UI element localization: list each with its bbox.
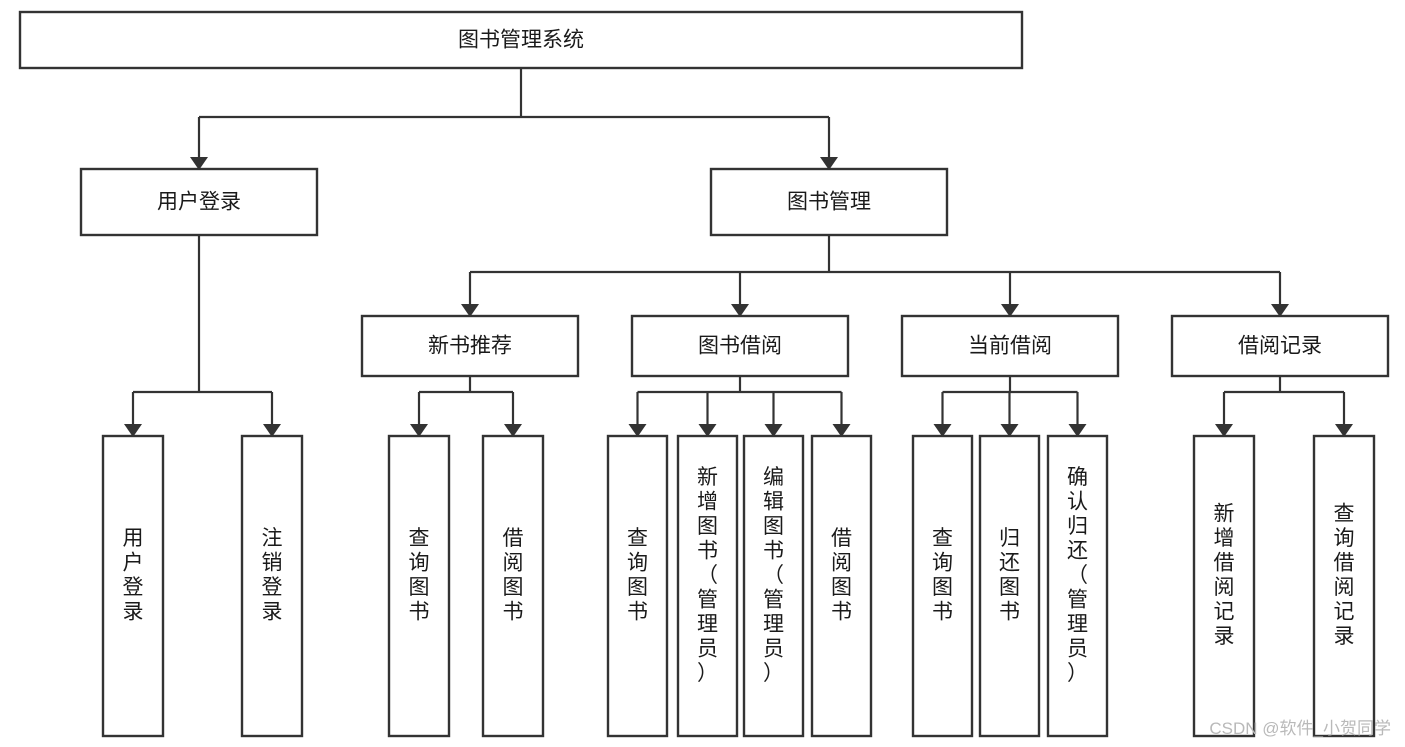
node-box — [1170, 314, 1390, 378]
edge-arrow-head — [1001, 304, 1019, 317]
node-box — [360, 314, 580, 378]
node-l-query-book-3[interactable]: 查询图书 — [911, 434, 974, 738]
node-box — [240, 434, 304, 738]
node-l-borrow-book-1[interactable]: 借阅图书 — [481, 434, 545, 738]
node-box — [1046, 434, 1109, 738]
edge-arrow-head — [461, 304, 479, 317]
node-root[interactable]: 图书管理系统 — [18, 10, 1024, 70]
edge-arrow-head — [764, 424, 783, 437]
edge-arrow-head — [1271, 304, 1289, 317]
node-n-book-mgmt[interactable]: 图书管理 — [709, 167, 949, 237]
node-n-new-book-rec[interactable]: 新书推荐 — [360, 314, 580, 378]
node-box — [742, 434, 805, 738]
node-l-logout[interactable]: 注销登录 — [240, 434, 304, 738]
node-box — [79, 167, 319, 237]
node-l-confirm-return[interactable]: 确认归还（管理员） — [1046, 434, 1109, 738]
node-box — [606, 434, 669, 738]
node-n-current-borrow[interactable]: 当前借阅 — [900, 314, 1120, 378]
node-box — [630, 314, 850, 378]
node-label: 用户登录 — [157, 191, 241, 214]
edge-arrow-head — [1068, 424, 1087, 437]
node-label: 图书管理系统 — [458, 29, 584, 52]
node-label: 当前借阅 — [968, 335, 1052, 358]
node-box — [481, 434, 545, 738]
node-box — [387, 434, 451, 738]
edge-arrow-head — [263, 424, 281, 437]
node-label: 查询图书 — [409, 527, 430, 624]
node-box — [978, 434, 1041, 738]
node-box — [1192, 434, 1256, 738]
edge-arrow-head — [820, 157, 838, 170]
edge-arrow-head — [832, 424, 851, 437]
node-label: 用户登录 — [123, 527, 144, 624]
node-l-add-record[interactable]: 新增借阅记录 — [1192, 434, 1256, 738]
node-n-user-login[interactable]: 用户登录 — [79, 167, 319, 237]
node-label: 新增借阅记录 — [1214, 502, 1235, 648]
node-n-book-borrow[interactable]: 图书借阅 — [630, 314, 850, 378]
edge-arrow-head — [1000, 424, 1019, 437]
edge-arrow-head — [628, 424, 647, 437]
node-box — [911, 434, 974, 738]
edge-arrow-head — [1215, 424, 1233, 437]
node-box — [810, 434, 873, 738]
node-box — [18, 10, 1024, 70]
edge-arrow-head — [1335, 424, 1353, 437]
node-l-add-book[interactable]: 新增图书（管理员） — [676, 434, 739, 738]
node-box — [900, 314, 1120, 378]
node-l-query-book-2[interactable]: 查询图书 — [606, 434, 669, 738]
node-box — [101, 434, 165, 738]
nodes-layer: 图书管理系统用户登录图书管理新书推荐图书借阅当前借阅借阅记录用户登录注销登录查询… — [18, 10, 1390, 738]
node-l-return-book[interactable]: 归还图书 — [978, 434, 1041, 738]
node-box — [709, 167, 949, 237]
node-l-user-login[interactable]: 用户登录 — [101, 434, 165, 738]
node-label: 借阅图书 — [503, 527, 524, 624]
node-n-borrow-record[interactable]: 借阅记录 — [1170, 314, 1390, 378]
edge-arrow-head — [698, 424, 717, 437]
node-label: 查询图书 — [932, 527, 953, 624]
node-label: 借阅图书 — [831, 527, 852, 624]
edge-arrow-head — [933, 424, 952, 437]
node-label: 新书推荐 — [428, 335, 512, 358]
edge-arrow-head — [190, 157, 208, 170]
node-label: 确认归还（管理员） — [1067, 465, 1088, 684]
edge-arrow-head — [504, 424, 522, 437]
edge-arrow-head — [124, 424, 142, 437]
node-label: 注销登录 — [262, 527, 283, 624]
edge-arrow-head — [731, 304, 749, 317]
node-box — [1312, 434, 1376, 738]
node-label: 查询借阅记录 — [1334, 502, 1355, 648]
node-label: 新增图书（管理员） — [697, 465, 718, 684]
node-label: 借阅记录 — [1238, 335, 1322, 358]
node-l-borrow-book-2[interactable]: 借阅图书 — [810, 434, 873, 738]
node-box — [676, 434, 739, 738]
node-l-query-record[interactable]: 查询借阅记录 — [1312, 434, 1376, 738]
edges-layer — [124, 68, 1353, 437]
node-label: 查询图书 — [627, 527, 648, 624]
node-l-edit-book[interactable]: 编辑图书（管理员） — [742, 434, 805, 738]
node-label: 归还图书 — [999, 527, 1020, 624]
node-label: 编辑图书（管理员） — [763, 465, 784, 684]
node-l-query-book-1[interactable]: 查询图书 — [387, 434, 451, 738]
node-label: 图书管理 — [787, 191, 871, 214]
node-label: 图书借阅 — [698, 335, 782, 358]
edge-arrow-head — [410, 424, 428, 437]
